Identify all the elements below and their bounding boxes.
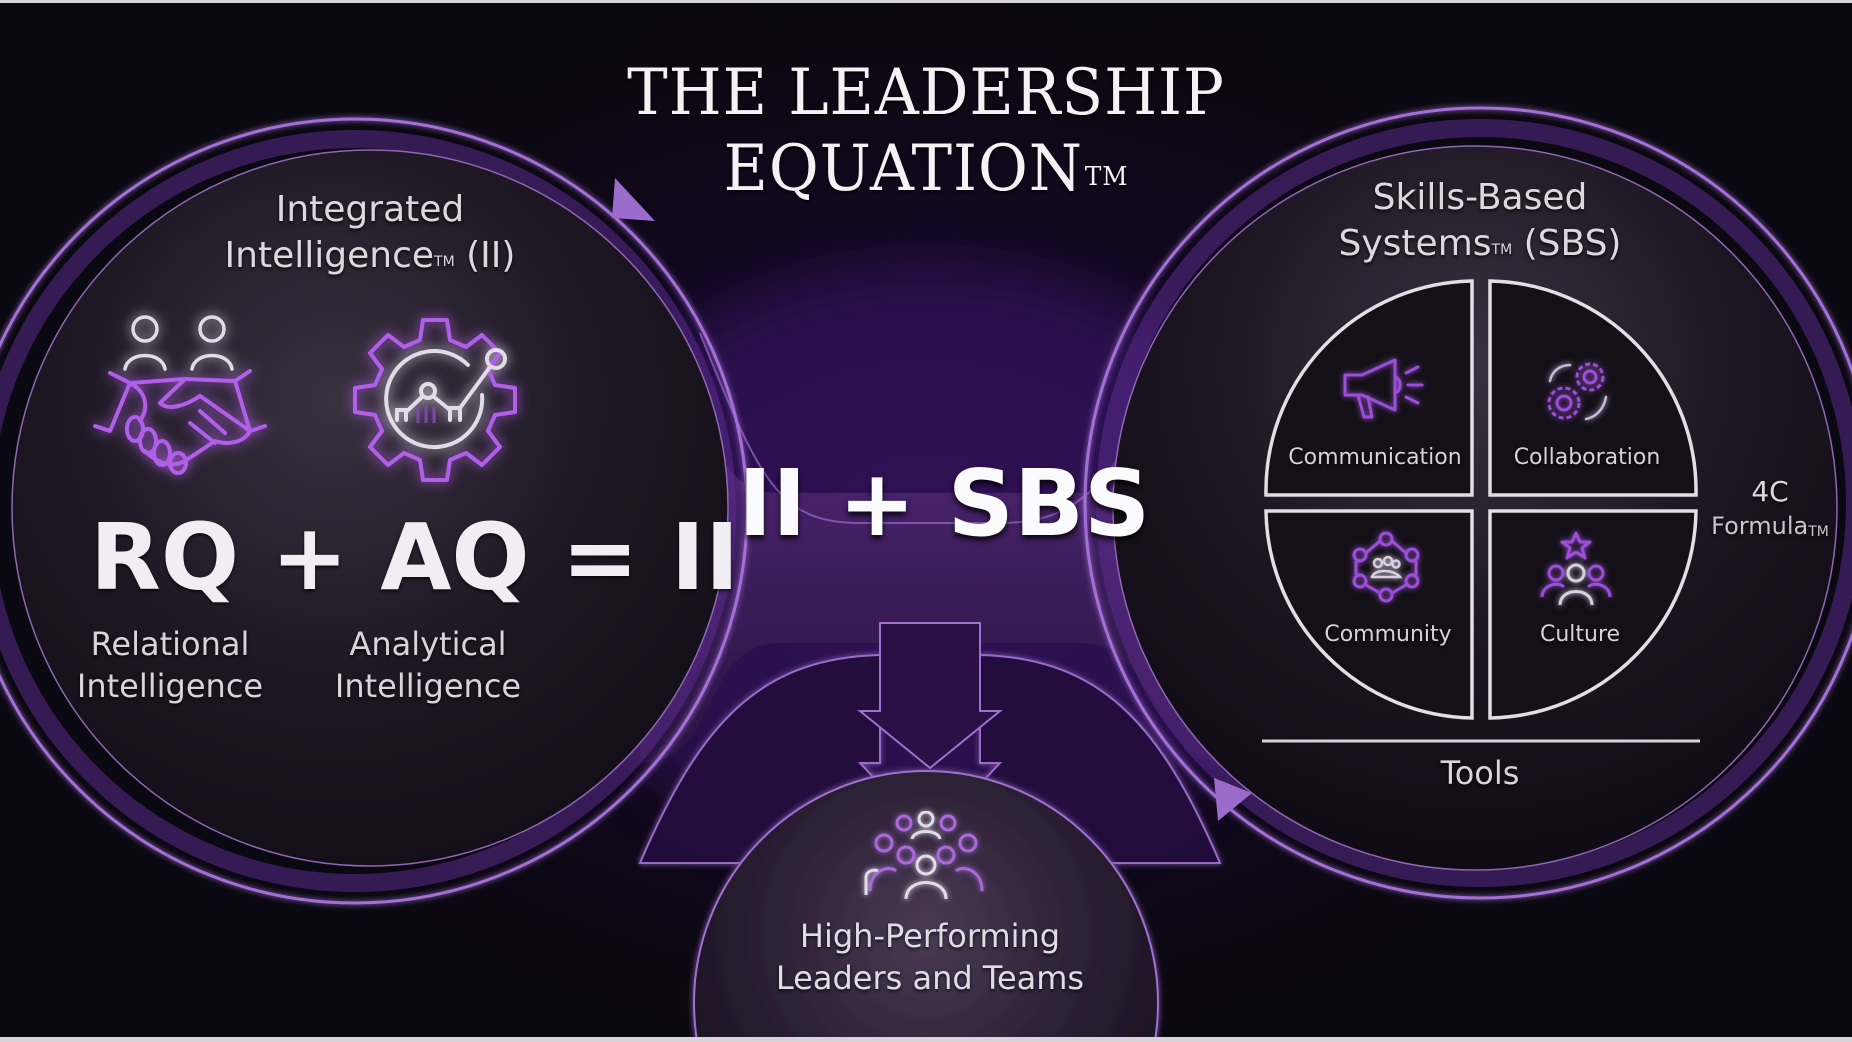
formula-word: Formula [1711,512,1809,540]
center-equation: II + SBS [738,450,1151,557]
gears-cycle-icon [1538,355,1618,430]
team-star-icon [1536,531,1616,609]
skills-based-systems-heading: Skills-Based SystemsTM (SBS) [1300,175,1660,267]
hp-line-2: Leaders and Teams [775,959,1085,997]
quadrant-culture-label: Culture [1539,622,1621,647]
ii-heading-line-1: Integrated [275,189,465,230]
cycle-arrow-left [612,178,655,221]
quadrant-communication-label: Communication [1288,445,1462,470]
sbs-heading-line-2: SystemsTM (SBS) [1300,221,1660,267]
ai-line-1: Analytical [349,625,507,663]
formula-tm: TM [1808,524,1829,540]
ii-heading-word: Intelligence [224,235,435,276]
ii-heading-abbr: (II) [466,235,516,276]
group-people-icon [862,810,990,901]
title-line-2: EQUATIONTM [546,131,1306,207]
integrated-intelligence-heading: Integrated IntelligenceTM (II) [190,187,550,279]
ii-heading-tm: TM [434,254,455,270]
quadrant-community-label: Community [1324,622,1452,647]
hp-line-1: High-Performing [799,917,1061,955]
ri-line-1: Relational [90,625,250,663]
megaphone-icon [1340,355,1430,425]
quadrant-collaboration-label: Collaboration [1513,445,1661,470]
sbs-heading-tm: TM [1491,242,1513,258]
sbs-heading-abbr: (SBS) [1523,223,1622,264]
ai-line-2: Intelligence [334,667,522,705]
gear-analytics-icon [350,315,520,485]
sbs-heading-word: Systems [1338,223,1492,264]
relational-intelligence-label: Relational Intelligence [60,623,280,707]
high-performing-label: High-Performing Leaders and Teams [720,915,1140,999]
title-line-1: THE LEADERSHIP [627,56,1225,130]
title-line-2-text: EQUATION [723,132,1083,206]
page-title: THE LEADERSHIP EQUATIONTM [546,55,1306,207]
formula-line-2: FormulaTM [1705,509,1835,543]
diagram-canvas: THE LEADERSHIP EQUATIONTM Integrated Int… [0,3,1852,1037]
ii-equation: RQ + AQ = II [90,504,740,611]
ri-line-2: Intelligence [76,667,264,705]
down-arrow-icon [857,622,1003,770]
title-trademark: TM [1084,162,1129,192]
diagram-background-shapes [0,106,1852,1037]
cycle-arrow-right [1214,778,1252,821]
formula-line-1: 4C [1751,475,1789,508]
ii-heading-line-2: IntelligenceTM (II) [190,233,550,279]
analytical-intelligence-label: Analytical Intelligence [318,623,538,707]
network-people-icon [1350,531,1422,603]
handshake-icon [90,311,270,481]
tools-label: Tools [1440,754,1520,792]
four-c-formula-label: 4C FormulaTM [1705,475,1835,543]
sbs-heading-line-1: Skills-Based [1372,177,1588,218]
